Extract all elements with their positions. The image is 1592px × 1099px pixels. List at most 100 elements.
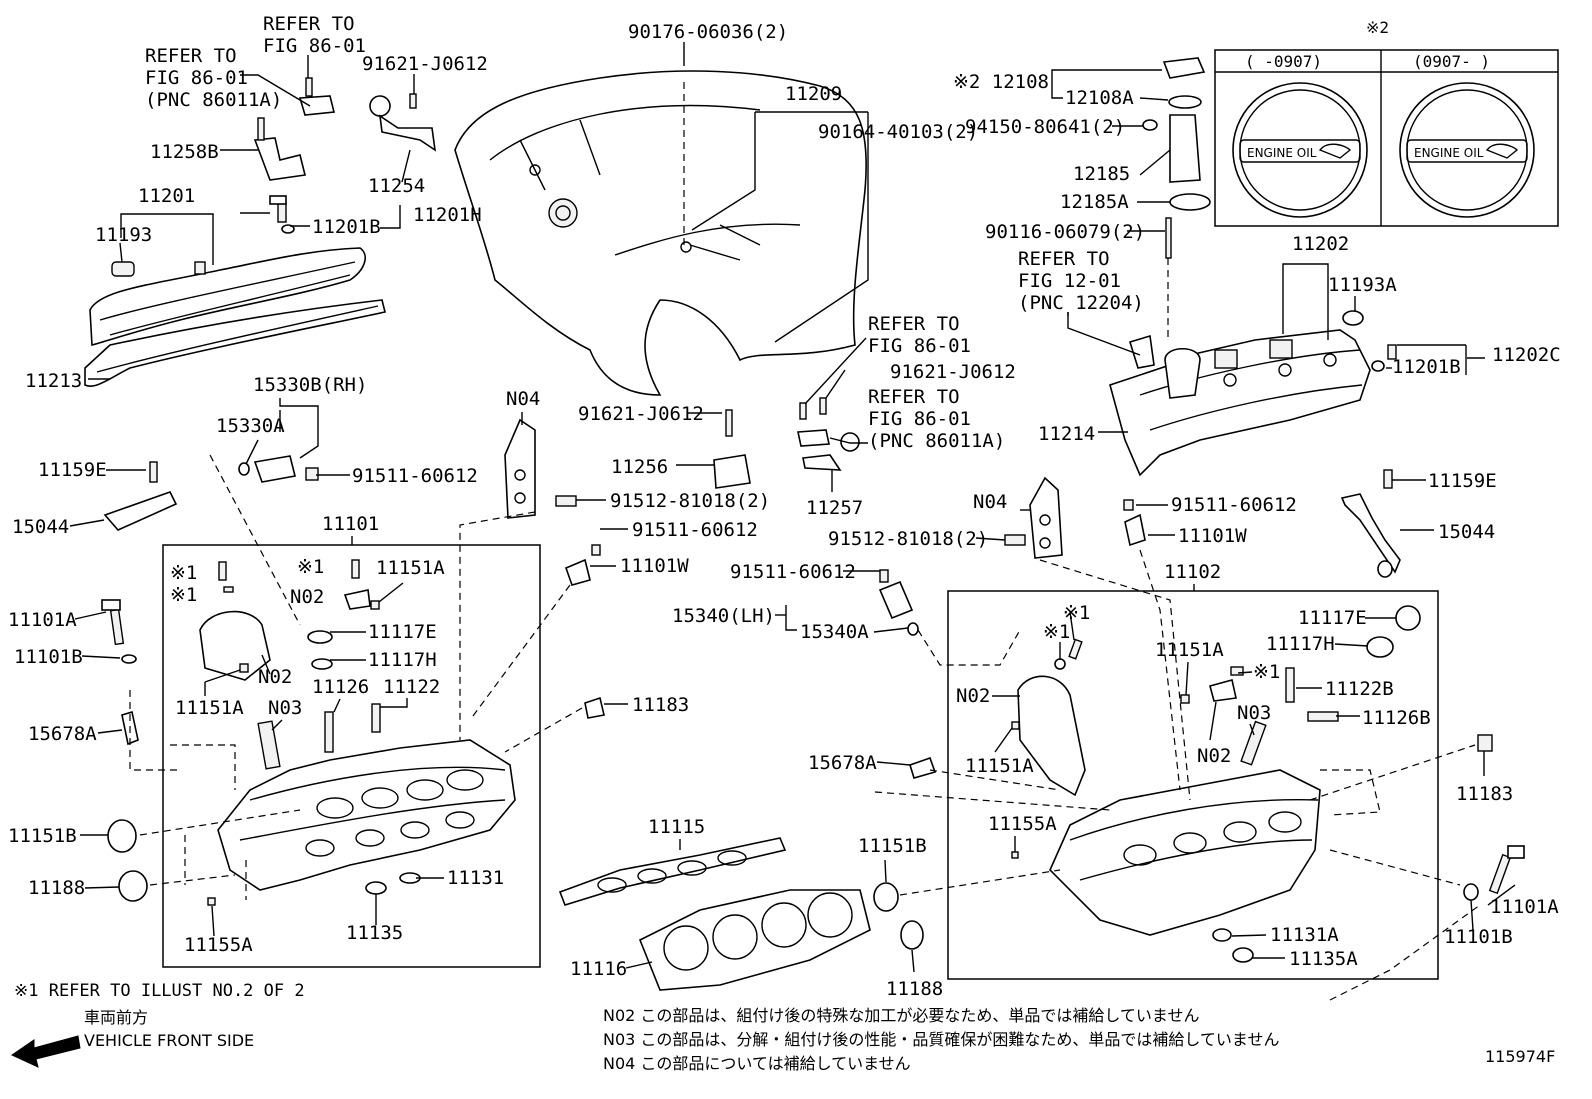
part-label-p11155a-b: 11155A — [988, 813, 1057, 835]
part-label-p11101b-b: 11101B — [1444, 926, 1513, 948]
part-label-refer-86-01-b-1: REFER TO — [145, 45, 237, 67]
part-label-p15330b: 15330B(RH) — [253, 374, 367, 396]
valve-cover-rh — [84, 247, 386, 387]
part-label-p12108a: 12108A — [1065, 87, 1134, 109]
part-label-p11209: 11209 — [785, 83, 842, 105]
part-label-n04-a: N04 — [506, 388, 540, 410]
part-label-p11256: 11256 — [611, 456, 668, 478]
part-label-p11188-a: 11188 — [28, 877, 85, 899]
part-label-n02-a: N02 — [290, 586, 324, 608]
part-label-p11101w-a: 11101W — [620, 555, 689, 577]
part-label-p11193a: 11193A — [1328, 274, 1397, 296]
small-parts-left-top — [253, 77, 437, 234]
part-label-p12108: ※2 12108 — [953, 71, 1049, 93]
part-label-p11117h-a: 11117H — [368, 649, 437, 671]
part-label-p11201: 11201 — [138, 185, 195, 207]
part-label-p11258b: 11258B — [150, 141, 219, 163]
part-label-refer-86-01-b-2: FIG 86-01 — [145, 67, 248, 89]
part-label-p15678a-a: 15678A — [28, 723, 97, 745]
inset-cap-right-text: ENGINE OIL — [1414, 146, 1484, 160]
part-label-p15678a-b: 15678A — [808, 752, 877, 774]
part-label-p11155a-a: 11155A — [184, 934, 253, 956]
cylinder-head-rh — [199, 559, 516, 906]
part-label-p11151a-b: 11151A — [175, 697, 244, 719]
part-label-p15330a: 15330A — [216, 415, 285, 437]
part-label-refer-86-01-c-1: REFER TO — [868, 313, 960, 335]
part-label-p11135a: 11135A — [1289, 948, 1358, 970]
part-label-p11201b-a: 11201B — [312, 216, 381, 238]
part-label-p11214: 11214 — [1038, 423, 1095, 445]
part-label-p11102: 11102 — [1164, 561, 1221, 583]
part-label-p11183-a: 11183 — [632, 694, 689, 716]
part-label-p12185: 12185 — [1073, 163, 1130, 185]
oil-cap-inset: ※2 ( -0907) (0907- ) ENGINE OIL ENGINE O… — [1214, 18, 1559, 227]
gaskets — [558, 837, 871, 991]
part-label-p11201b-b: 11201B — [1392, 356, 1461, 378]
part-label-p15044-a: 15044 — [12, 516, 69, 538]
leader-lines — [69, 42, 1516, 1001]
part-label-p90176: 90176-06036(2) — [628, 21, 788, 43]
part-label-p11151a-c: 11151A — [1155, 639, 1224, 661]
part-label-n02-c: N02 — [956, 685, 990, 707]
part-label-p94150: 94150-80641(2) — [965, 116, 1125, 138]
part-label-p11117e-a: 11117E — [368, 621, 437, 643]
part-label-p91621-j0612-b: 91621-J0612 — [578, 403, 704, 425]
part-label-p11126-a: 11126 — [312, 676, 369, 698]
part-label-p11126b: 11126B — [1362, 707, 1431, 729]
part-label-n02-d: N02 — [1197, 745, 1231, 767]
part-label-p11131a: 11131A — [1270, 924, 1339, 946]
cylinder-head-lh — [873, 469, 1525, 963]
part-label-p12185a: 12185A — [1060, 191, 1129, 213]
part-label-refer-86-01-d-1: REFER TO — [868, 386, 960, 408]
part-label-p11183-b: 11183 — [1456, 783, 1513, 805]
part-label-p11101: 11101 — [322, 513, 379, 535]
part-label-refer-86-01-b-3: (PNC 86011A) — [145, 89, 282, 111]
part-label-p91512-b: 91512-81018(2) — [828, 528, 988, 550]
part-label-refer-86-01-a-2: FIG 86-01 — [263, 35, 366, 57]
part-label-p11101b-a: 11101B — [14, 646, 83, 668]
engine-cover — [454, 70, 867, 396]
part-label-refer-12-01-3: (PNC 12204) — [1018, 292, 1144, 314]
part-label-p11151b-b: 11151B — [858, 835, 927, 857]
part-label-p90116: 90116-06079(2) — [985, 221, 1145, 243]
part-label-p11101a-a: 11101A — [8, 609, 77, 631]
part-label-refer-86-01-a-1: REFER TO — [263, 13, 355, 35]
part-label-p11151a-d: 11151A — [965, 755, 1034, 777]
part-label-p91621-j0612-c: 91621-J0612 — [890, 361, 1016, 383]
part-label-n04-b: N04 — [973, 491, 1007, 513]
footnote-front-jp: 車両前方 — [84, 1008, 148, 1027]
part-label-ref1-e: ※1 — [1043, 621, 1070, 643]
oil-can-icon-right — [1485, 143, 1519, 159]
part-label-p11151b-a: 11151B — [8, 825, 77, 847]
part-label-p11201h: 11201H — [413, 204, 482, 226]
part-label-n03-a: N03 — [268, 697, 302, 719]
part-label-p11193: 11193 — [95, 224, 152, 246]
part-label-p11135: 11135 — [346, 922, 403, 944]
figure-id: 115974F — [1485, 1047, 1555, 1066]
footnote-n03: N03 この部品は、分解・組付け後の性能・品質確保が困難なため、単品では補給して… — [603, 1030, 1279, 1049]
part-label-p11122b: 11122B — [1325, 678, 1394, 700]
part-label-p91511-c: 91511-60612 — [1171, 494, 1297, 516]
part-label-p90164: 90164-40103(2) — [818, 121, 978, 143]
part-label-n03-b: N03 — [1237, 702, 1271, 724]
part-label-p11117e-b: 11117E — [1298, 607, 1367, 629]
part-label-p11151a-a: 11151A — [376, 557, 445, 579]
footnote-ref1: ※1 REFER TO ILLUST NO.2 OF 2 — [14, 981, 305, 1001]
footnote-front-en: VEHICLE FRONT SIDE — [84, 1031, 254, 1050]
part-label-p11101a-b: 11101A — [1490, 896, 1559, 918]
part-label-p11117h-b: 11117H — [1266, 633, 1335, 655]
part-label-p15340a: 15340A — [800, 621, 869, 643]
part-label-refer-86-01-c-2: FIG 86-01 — [868, 335, 971, 357]
part-label-p11213: 11213 — [25, 370, 82, 392]
part-label-p11202c: 11202C — [1492, 344, 1561, 366]
part-label-ref1-d: ※1 — [1063, 602, 1090, 624]
part-label-p91511-a: 91511-60612 — [352, 465, 478, 487]
part-label-refer-12-01-2: FIG 12-01 — [1018, 270, 1121, 292]
part-label-refer-86-01-d-3: (PNC 86011A) — [868, 430, 1005, 452]
oil-can-icon-left — [1318, 143, 1352, 159]
part-label-ref1-c: ※1 — [297, 556, 324, 578]
part-label-p11115: 11115 — [648, 816, 705, 838]
part-label-p11159e-a: 11159E — [38, 459, 107, 481]
